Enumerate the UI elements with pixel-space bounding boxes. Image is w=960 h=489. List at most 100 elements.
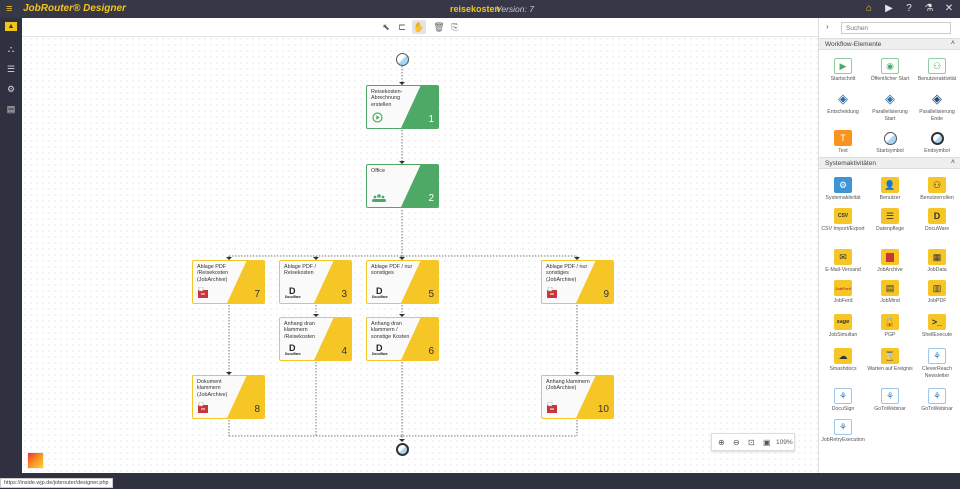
plugin-icon: ⚘ [881,388,899,404]
palette-jobarchive[interactable]: JobArchive [867,249,913,274]
settings-icon[interactable]: ⚙ [6,84,16,94]
search-input[interactable] [841,22,951,34]
play-icon[interactable]: ▶ [885,3,893,14]
palette-jobretryexecution[interactable]: ⚘JobRetryExecution [820,419,866,444]
palette-datenpflege[interactable]: ☰Datenpflege [867,208,913,233]
top-bar: ≡ JobRouter® Designer reisekosten Versio… [0,0,960,18]
designer-canvas[interactable]: ⬉ ⊏ ✋ 🗑 ⎘ [22,18,818,473]
jobarchive-icon [198,287,208,298]
palette-benutzeraktivitaet[interactable]: ⚇Benutzeraktivität [914,58,960,83]
document-icon[interactable]: ▤ [6,104,16,114]
palette-entscheidung[interactable]: ◈Entscheidung [827,91,859,115]
palette-systemaktivitaet[interactable]: ⚙Systemaktivität [820,177,866,202]
jobrouter-logo-icon[interactable] [27,452,44,469]
svg-text:D: D [289,343,296,353]
workflow-step-8[interactable]: Dokument klammern (JobArchive) 8 [192,375,265,419]
palette-jobdata[interactable]: ▦JobData [914,249,960,274]
palette-parallelisierung-start[interactable]: ◈Parallelisierung Start [872,91,908,122]
sage-icon: sage [834,314,852,330]
svg-text:DocuWare: DocuWare [285,295,301,298]
palette-pgp[interactable]: 🔒PGP [867,314,913,339]
workflow-step-7[interactable]: Ablage PDF /Reisekosten (JobArchive) 7 [192,260,265,304]
help-icon[interactable]: ? [906,3,912,14]
csv-icon: CSV [834,208,852,224]
palette-oeffentlicher-start[interactable]: ◉Öffentlicher Start [867,58,913,83]
zoom-controls: ⊕ ⊖ ⊡ ▣ 109% [711,433,795,451]
hand-pan-icon[interactable]: ✋ [412,20,426,34]
palette-gotowebinar-2[interactable]: ⚘GoToWebinar [914,388,960,413]
workflow-step-10[interactable]: Anhang klammern (JobArchive) 10 [541,375,614,419]
svg-text:D: D [289,286,296,296]
palette-benutzerrollen[interactable]: ⚇Benutzerrollen [914,177,960,202]
close-icon[interactable]: ✕ [944,3,954,14]
smashdocs-icon: ☁ [834,348,852,364]
process-version: Version: 7 [496,4,534,14]
palette-email-versand[interactable]: ✉E-Mail-Versand [820,249,866,274]
palette-endsymbol[interactable]: Endsymbol [914,130,960,155]
svg-text:DocuWare: DocuWare [372,352,388,355]
workflow-step-1[interactable]: Reisekosten-Abrechnung erstellen 1 [366,85,439,129]
palette-jobmind[interactable]: ▤JobMind [867,280,913,305]
chevron-up-icon: ˄ [950,159,955,166]
export-icon[interactable]: ⎘ [451,22,459,32]
docuware-icon: D [928,208,946,224]
palette-docusign[interactable]: ⚘DocuSign [820,388,866,413]
users-icon: ⚇ [928,58,946,74]
database-icon[interactable]: ☰ [6,64,16,74]
section-workflow-elements[interactable]: Workflow-Elemente ˄ [819,38,960,50]
palette-shellexecute[interactable]: >_ShellExecute [914,314,960,339]
jobferd-icon: JobFerd [834,280,852,296]
section-systemaktivitaeten[interactable]: Systemaktivitäten ˄ [819,157,960,169]
hamburger-icon[interactable]: ≡ [6,3,13,15]
fit-screen-icon[interactable]: ⊡ [748,438,755,447]
select-pointer-icon[interactable]: ⬉ [382,22,390,32]
home-icon[interactable]: ⌂ [865,3,873,14]
svg-text:DocuWare: DocuWare [285,352,301,355]
svg-text:D: D [376,286,383,296]
play-circle-icon [372,112,383,123]
left-sidebar: ▲ ⛬ ☰ ⚙ ▤ [0,18,22,473]
palette-startschritt[interactable]: ▶Startschritt [820,58,866,83]
user-icon[interactable]: ▲ [5,22,17,31]
palette-benutzer[interactable]: 👤Benutzer [867,177,913,202]
process-name: reisekosten [450,4,501,14]
workflow-step-9[interactable]: Ablage PDF / nur sonstiges (JobArchive) … [541,260,614,304]
connect-icon[interactable]: ⊏ [398,22,406,32]
palette-startsymbol[interactable]: Startsymbol [867,130,913,155]
palette-parallelisierung-ende[interactable]: ◈Parallelisierung Ende [919,91,955,122]
palette-cleverreach[interactable]: ⚘CleverReach Newsletter [914,348,960,379]
workflow-step-6[interactable]: Anhang dran klammern / sonstige Kosten D… [366,317,439,361]
actual-size-icon[interactable]: ▣ [763,438,771,447]
jobarchive-icon [547,287,557,298]
collapse-panel-icon[interactable]: › [826,22,829,31]
parallel-start-icon: ◈ [885,91,895,106]
start-symbol[interactable] [396,53,409,66]
chevron-up-icon: ˄ [950,40,955,47]
palette-gotowebinar[interactable]: ⚘GoToWebinar [867,388,913,413]
zoom-level: 109% [776,439,793,446]
zoom-out-icon[interactable]: ⊖ [733,438,740,447]
palette-warten-auf-ereignis[interactable]: ⌛Warten auf Ereignis [867,348,913,373]
workflow-step-2[interactable]: Office 2 [366,164,439,208]
jobarchive-icon [198,402,208,413]
status-url: https://inside.wjp.de/jobrouter/designer… [0,478,113,488]
delete-icon[interactable]: 🗑 [433,22,445,32]
end-symbol[interactable] [396,443,409,456]
end-circle-icon [928,130,946,146]
palette-jobpdf[interactable]: ▥JobPDF [914,280,960,305]
canvas-toolbar: ⬉ ⊏ ✋ 🗑 ⎘ [22,18,818,37]
flask-icon[interactable]: ⚗ [924,3,934,14]
hierarchy-icon[interactable]: ⛬ [7,44,15,54]
palette-smashdocs[interactable]: ☁Smashdocs [820,348,866,373]
zoom-in-icon[interactable]: ⊕ [718,438,725,447]
user-icon: 👤 [881,177,899,193]
